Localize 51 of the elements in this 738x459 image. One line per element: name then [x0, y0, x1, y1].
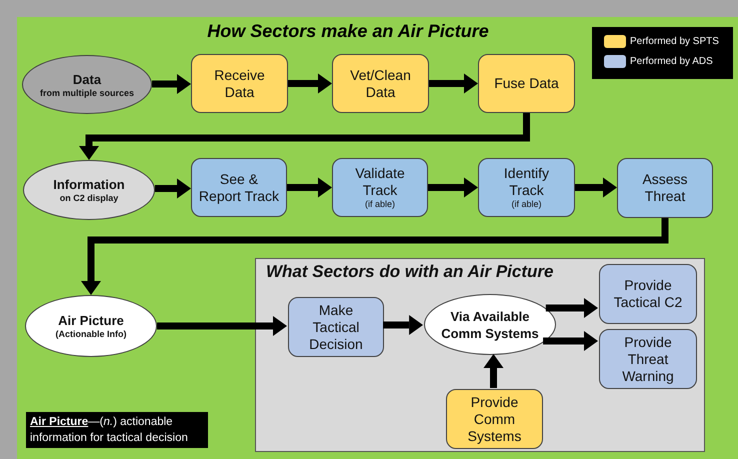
- arrow: [428, 178, 478, 198]
- panel-title: What Sectors do with an Air Picture: [266, 263, 554, 280]
- node-label: Fuse Data: [494, 75, 559, 92]
- legend-label: Performed by ADS: [630, 56, 713, 67]
- process-box: [478, 54, 575, 113]
- node-sublabel: (if able): [511, 199, 542, 210]
- legend-label: Performed by SPTS: [630, 36, 719, 47]
- arrow: [154, 178, 191, 198]
- process-box: [191, 54, 288, 113]
- process-box: [288, 297, 384, 357]
- node-label: Receive Data: [213, 66, 266, 100]
- arrow: [575, 178, 617, 198]
- node-label: Provide Comm Systems: [466, 394, 522, 444]
- node-label: Validate Track: [354, 165, 406, 199]
- arrow: [546, 298, 598, 318]
- node-label: Assess Threat: [641, 171, 689, 205]
- node-sublabel: (if able): [364, 199, 395, 210]
- node-label: Provide Tactical C2: [612, 277, 684, 311]
- arrow: [484, 354, 504, 388]
- process-box: [446, 389, 543, 449]
- process-box: [599, 264, 697, 324]
- diagram-title: How Sectors make an Air Picture: [206, 21, 490, 42]
- definition-note: Air Picture—(n.) actionable information for tactical decision: [26, 412, 208, 448]
- node-label: Provide Threat Warning: [621, 334, 675, 384]
- process-box: [332, 158, 428, 217]
- node-label: Via Available Comm Systems: [440, 308, 540, 342]
- process-box: [191, 158, 287, 217]
- arrow: [79, 113, 530, 160]
- arrow: [288, 74, 332, 94]
- node-label: Make Tactical Decision: [308, 302, 364, 352]
- arrow: [543, 331, 598, 351]
- node-sublabel: (Actionable Info): [56, 329, 126, 340]
- arrow: [383, 315, 424, 335]
- node-sublabel: on C2 display: [60, 193, 118, 204]
- node-label: Data: [72, 70, 102, 88]
- node-label: See & Report Track: [198, 170, 280, 204]
- group-panel: [255, 258, 705, 452]
- node-label: Identify Track: [502, 165, 550, 199]
- process-box: [332, 54, 429, 113]
- arrow: [287, 178, 332, 198]
- node-label: Vet/Clean Data: [349, 66, 412, 100]
- arrow: [157, 316, 287, 336]
- process-box: [478, 158, 575, 217]
- arrow: [152, 74, 191, 94]
- process-box: [617, 158, 713, 218]
- node-label: Information: [53, 176, 125, 193]
- process-box: [599, 329, 697, 389]
- node-sublabel: from multiple sources: [40, 88, 134, 98]
- arrow: [429, 74, 478, 94]
- arrow: [81, 218, 668, 295]
- node-label: Air Picture: [58, 312, 124, 329]
